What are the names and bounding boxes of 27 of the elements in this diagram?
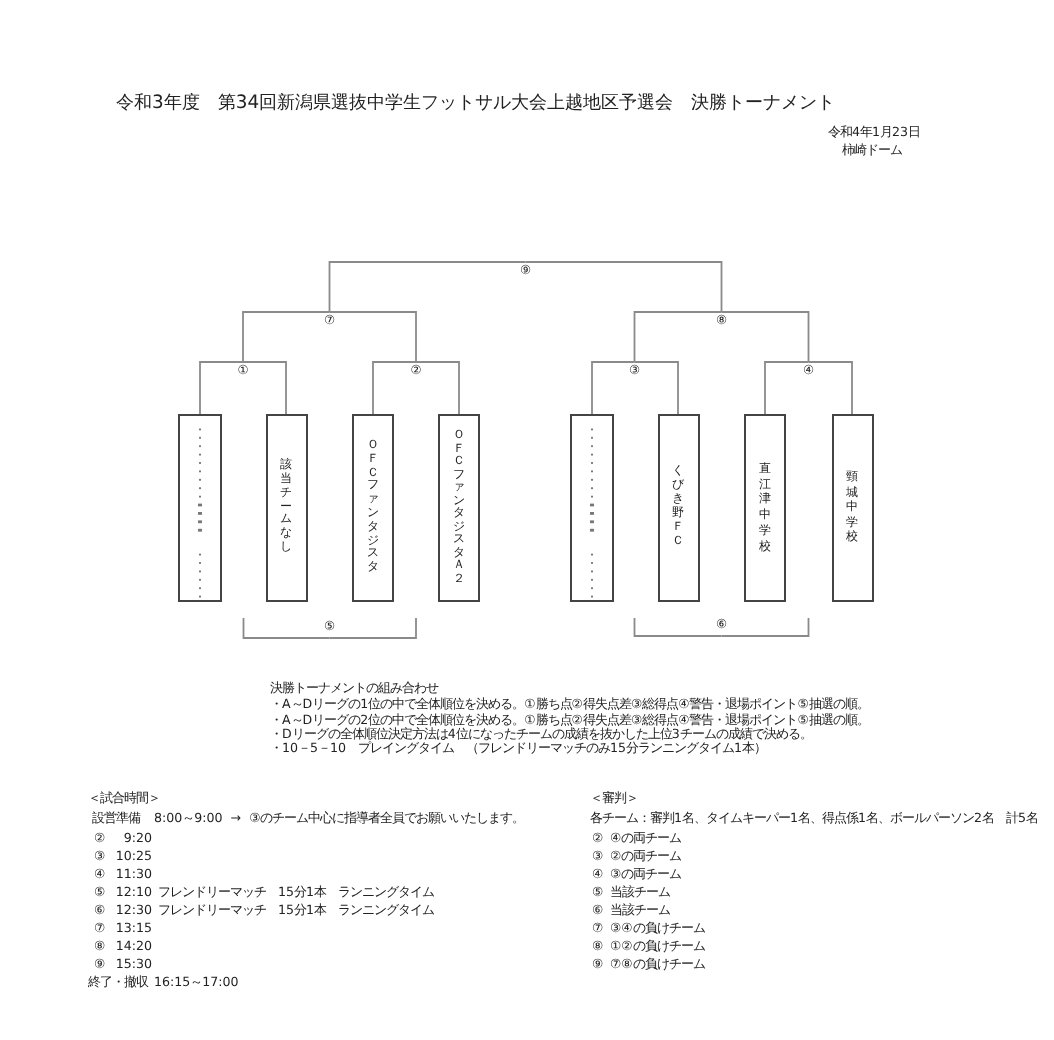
bracket-line [242,617,331,639]
bracket-line [328,617,417,639]
team-box [831,414,873,602]
bracket-line [372,361,417,415]
bracket-line [199,361,244,415]
bracket-line [633,617,723,637]
bracket-line [242,311,331,363]
team-box [744,414,786,602]
team-box [352,414,394,602]
team-box [265,414,307,602]
bracket-line [764,361,810,415]
bracket-line [720,311,810,363]
bracket-line [524,261,723,313]
bracket-line [633,361,679,415]
team-box [570,414,614,602]
bracket-line [328,261,527,313]
team-box [438,414,480,602]
bracket-line [415,361,460,415]
bracket-line [720,617,810,637]
bracket-line [591,361,636,415]
team-box [178,414,222,602]
team-box [657,414,699,602]
bracket-line [242,361,287,415]
title: 令和3年度 第34回新潟県選抜中学生フットサル大会上越地区予選会 決勝トーナメント [116,94,836,114]
bracket-line [633,311,723,363]
bracket-line [807,361,853,415]
bracket-line [328,311,417,363]
